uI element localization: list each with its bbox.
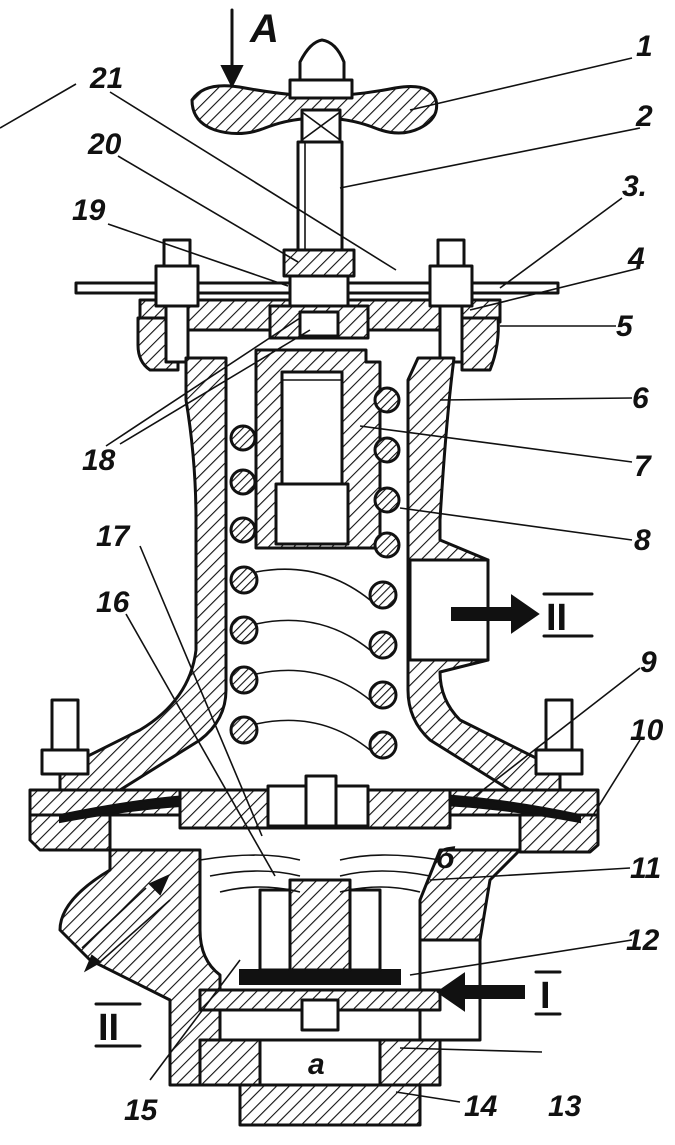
callout-1: 1: [636, 30, 653, 63]
outlet-arrow-left: [81, 874, 171, 973]
outlet-arrow-top: [451, 594, 540, 634]
flow-label-inlet: I: [540, 975, 551, 1017]
callout-18: 18: [82, 444, 116, 477]
diaphragm-flange: [28, 698, 600, 854]
inner-spring: [229, 386, 401, 559]
main-spring: [229, 565, 398, 760]
callout-12: 12: [626, 924, 660, 957]
callout-6: 6: [632, 382, 649, 415]
callout-20: 20: [87, 128, 122, 161]
view-arrow-a: [220, 8, 244, 89]
callout-3: 3.: [622, 170, 647, 203]
callout-21: 21: [89, 62, 123, 95]
view-label-a: A: [249, 7, 279, 51]
callout-15: 15: [124, 1094, 159, 1127]
callout-13: 13: [548, 1090, 582, 1123]
inlet-arrow: [436, 972, 525, 1012]
callout-19: 19: [72, 194, 106, 227]
chamber-label-a: a: [308, 1048, 325, 1081]
callout-8: 8: [634, 524, 651, 557]
stem: [296, 140, 344, 256]
callout-11: 11: [630, 852, 661, 885]
handwheel: [190, 38, 439, 144]
callout-5: 5: [616, 310, 634, 343]
cover-plate: [74, 238, 560, 372]
callout-2: 2: [635, 100, 653, 133]
leader-lines: [0, 57, 641, 1103]
chamber-label-b: б: [436, 842, 456, 875]
callout-9: 9: [640, 646, 657, 679]
spring-guide: [254, 348, 382, 550]
body: [58, 356, 562, 792]
callout-7: 7: [634, 450, 652, 483]
callout-16: 16: [96, 586, 130, 619]
flow-label-outlet: II: [98, 1007, 119, 1049]
callout-17: 17: [96, 520, 131, 553]
callout-10: 10: [630, 714, 664, 747]
callout-14: 14: [464, 1090, 498, 1123]
callout-4: 4: [627, 242, 645, 275]
flow-label-outlet-top: II: [546, 597, 567, 639]
